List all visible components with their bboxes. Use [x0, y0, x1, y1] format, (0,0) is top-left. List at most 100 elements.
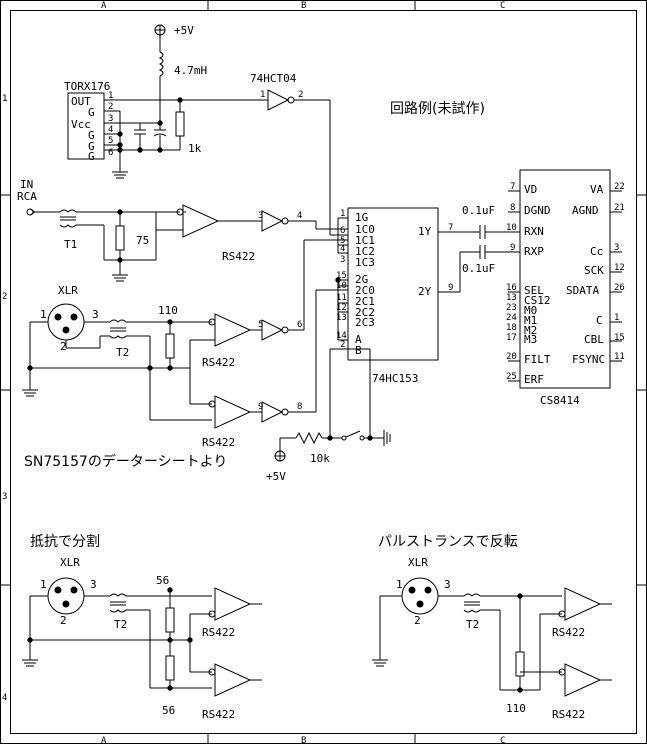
- torx-pinnum-5: 5: [108, 136, 113, 146]
- mux-pin-2c2: 2C2: [355, 306, 375, 319]
- t1-label: T1: [64, 238, 77, 251]
- inv-pin-2: 2: [298, 90, 303, 100]
- section-resistor-split: 抵抗で分割 XLR 1 2 3 T2 56 56 RS422 RS422: [22, 533, 262, 721]
- inductor-label: 4.7mH: [174, 64, 207, 77]
- torx-pinnum-4: 4: [108, 125, 113, 135]
- mux-pinnum-12: 12: [336, 303, 347, 313]
- inv-pin-8: 8: [297, 402, 302, 412]
- mux-pin-b: B: [355, 344, 362, 357]
- diagram-title: 回路例(未試作): [390, 101, 485, 117]
- inductor: [158, 51, 164, 77]
- mux-pinnum-14: 14: [336, 331, 347, 341]
- rca-input: IN RCA T1 75 RS422 3 4: [17, 178, 348, 282]
- cs-pin-cc: Cc: [590, 245, 603, 258]
- coupling-caps: 0.1uF 0.1uF: [462, 204, 520, 275]
- cs-pinnum-22: 22: [614, 182, 625, 192]
- mux-pin-1c3: 1C3: [355, 256, 375, 269]
- cs-pinnum-3: 3: [614, 243, 619, 253]
- mux-pinnum-9: 9: [448, 283, 453, 293]
- mux-chip-label: 74HC153: [372, 372, 418, 385]
- xlr-c-pin2: 2: [414, 614, 421, 627]
- power-supply-top: +5V 4.7mH: [154, 24, 207, 100]
- torx-pin-g1: G: [88, 106, 95, 119]
- mux-pinnum-3: 3: [340, 255, 345, 265]
- rs422-label-3: RS422: [202, 436, 235, 449]
- cs-pinnum-13: 13: [506, 293, 517, 303]
- xlr-a-label: XLR: [58, 284, 78, 297]
- inv-pin-5: 5: [258, 320, 263, 330]
- inv-pin-6: 6: [297, 320, 302, 330]
- mux-pin-2y: 2Y: [418, 285, 432, 298]
- cs-pin-rxp: RXP: [524, 245, 544, 258]
- xlr-c-pin3: 3: [444, 578, 451, 591]
- receiver-cs8414: VD DGND RXN RXP SEL CS12 M0 M1 M2 M3 FIL…: [506, 169, 625, 407]
- cs-pinnum-9: 9: [510, 243, 515, 253]
- cs-pinnum-11: 11: [614, 352, 625, 362]
- xlr-b-pin1: 1: [40, 578, 47, 591]
- torx-label: TORX176: [64, 80, 110, 93]
- cs-pinnum-24: 24: [506, 313, 517, 323]
- rs422-label-4: RS422: [202, 626, 235, 639]
- cs-pin-m0: M0: [524, 304, 537, 317]
- datasheet-note: SN75157のデーターシートより: [24, 453, 227, 470]
- torx-pin-g2: G: [88, 129, 95, 142]
- rs422-label-5: RS422: [202, 708, 235, 721]
- section-left-title: 抵抗で分割: [30, 533, 100, 550]
- cs-pinnum-21: 21: [614, 203, 625, 213]
- torx-pin-g3: G: [88, 140, 95, 153]
- xlr-b-pin3: 3: [90, 578, 97, 591]
- cs-pinnum-16: 16: [506, 283, 517, 293]
- xlr-b-label: XLR: [60, 556, 80, 569]
- r-110-b-label: 110: [506, 702, 526, 715]
- cs-pin-agnd: AGND: [572, 204, 599, 217]
- rs422-label-2: RS422: [202, 356, 235, 369]
- rs422-label-6: RS422: [552, 626, 585, 639]
- mux-pinnum-15: 15: [336, 271, 347, 281]
- xlr-a-pin2: 2: [60, 340, 67, 353]
- cs-pinnum-20: 20: [506, 352, 517, 362]
- mux-pinnum-11: 11: [336, 293, 347, 303]
- mux-pin-1c1: 1C1: [355, 234, 375, 247]
- torx-pin-vcc: Vcc: [71, 118, 91, 131]
- select-switch: +5V 10k: [266, 348, 391, 483]
- inv-pin-1: 1: [260, 90, 265, 100]
- torx-pin-g4: G: [88, 150, 95, 163]
- cs-pin-va: VA: [590, 183, 604, 196]
- t2b-label: T2: [114, 618, 127, 631]
- border-row-1: 1: [2, 94, 7, 104]
- cs-pin-sck: SCK: [584, 264, 604, 277]
- section-right-title: パルストランスで反転: [378, 534, 518, 550]
- mux-pinnum-1: 1: [340, 209, 345, 219]
- t2c-label: T2: [466, 618, 479, 631]
- mux-pinnum-6: 6: [340, 226, 345, 236]
- cs-pin-vd: VD: [524, 183, 537, 196]
- rca-label: RCA: [17, 190, 37, 203]
- cap1-label: 0.1uF: [462, 204, 495, 217]
- border-col-c: C: [500, 1, 505, 11]
- border-row-4: 4: [2, 693, 7, 703]
- r-56-bot-label: 56: [162, 704, 175, 717]
- cs-pinnum-26: 26: [614, 283, 625, 293]
- cs-pinnum-1: 1: [614, 313, 619, 323]
- rca-in-label: IN: [20, 178, 33, 191]
- mux-pin-2c3: 2C3: [355, 316, 375, 329]
- cs-chip-label: CS8414: [540, 394, 580, 407]
- mux-pin-a: A: [355, 333, 362, 346]
- mux-pin-2g: 2G: [355, 273, 368, 286]
- cs-pin-m1: M1: [524, 314, 537, 327]
- inverter-1: 74HCT04 1 2: [180, 72, 348, 236]
- mux-pinnum-4: 4: [340, 244, 345, 254]
- vcc-label: +5V: [174, 24, 194, 37]
- cs-pinnum-15: 15: [614, 333, 625, 343]
- cs-pin-filt: FILT: [524, 353, 551, 366]
- rs422-label-7: RS422: [552, 708, 585, 721]
- mux-pinnum-5: 5: [340, 236, 345, 246]
- cs-pinnum-12: 12: [614, 263, 625, 273]
- mux-74hc153: 1G 1C0 1C1 1C2 1C3 2G 2C0 2C1 2C2 2C3 A …: [316, 207, 480, 385]
- mux-pinnum-13: 13: [336, 313, 347, 323]
- cs-pinnum-23: 23: [506, 303, 517, 313]
- xlr-c-pin1: 1: [396, 578, 403, 591]
- cs-pinnum-10: 10: [506, 223, 517, 233]
